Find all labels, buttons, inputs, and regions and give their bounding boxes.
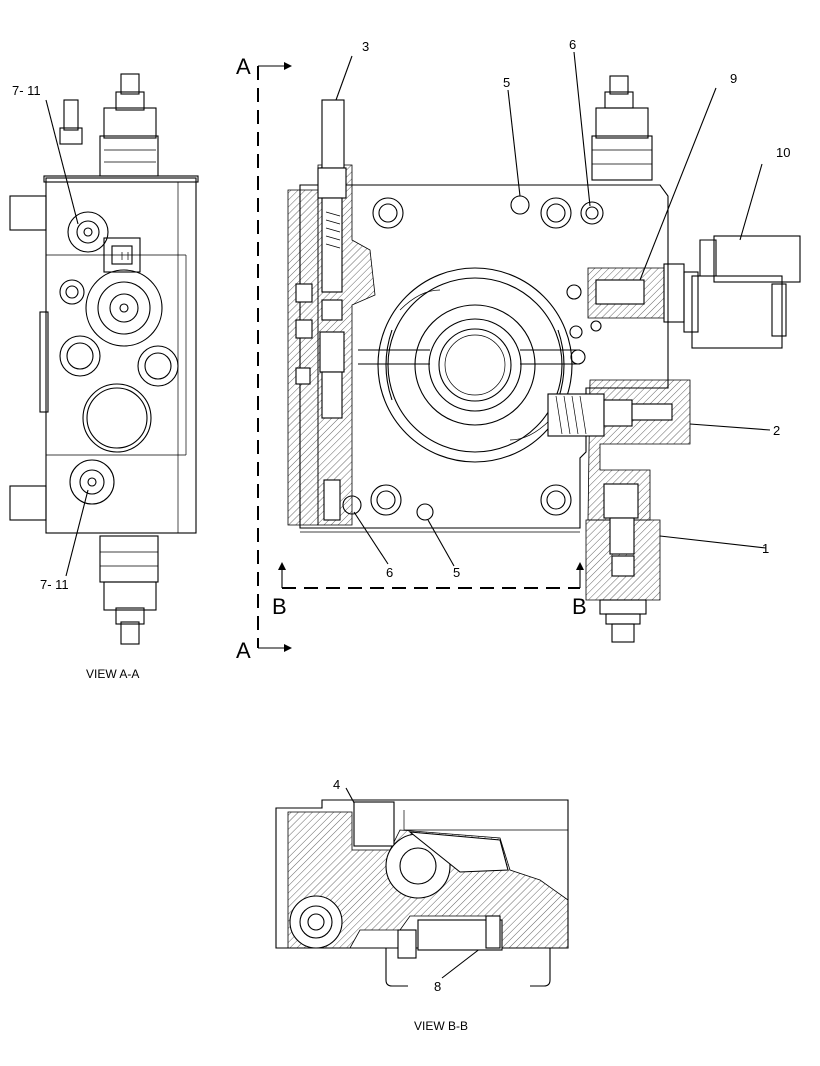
callout-6-top: 6	[569, 37, 577, 52]
callout-7-11-bottom: 7- 11	[40, 577, 69, 592]
callout-8: 8	[434, 979, 442, 994]
callout-5-bottom: 5	[453, 565, 461, 580]
section-mark-b-right: B	[572, 594, 587, 619]
callout-5-top: 5	[503, 75, 511, 90]
callout-2: 2	[773, 423, 781, 438]
caption-view-bb: VIEW B-B	[414, 1019, 469, 1033]
section-line-b	[278, 562, 584, 589]
callout-7-11-top: 7- 11	[12, 83, 41, 98]
view-bb-drawing	[275, 799, 569, 987]
section-mark-a-bottom: A	[236, 638, 251, 663]
callout-1: 1	[762, 541, 770, 556]
callout-10: 10	[776, 145, 791, 160]
callout-6-bottom: 6	[386, 565, 394, 580]
main-view-drawing	[287, 75, 801, 643]
section-line-a	[257, 62, 292, 652]
callout-9: 9	[730, 71, 738, 86]
callout-3: 3	[362, 39, 370, 54]
view-aa-drawing	[9, 73, 199, 645]
caption-view-aa: VIEW A-A	[86, 667, 140, 681]
section-mark-b-left: B	[272, 594, 287, 619]
callout-4: 4	[333, 777, 341, 792]
section-mark-a-top: A	[236, 54, 251, 79]
